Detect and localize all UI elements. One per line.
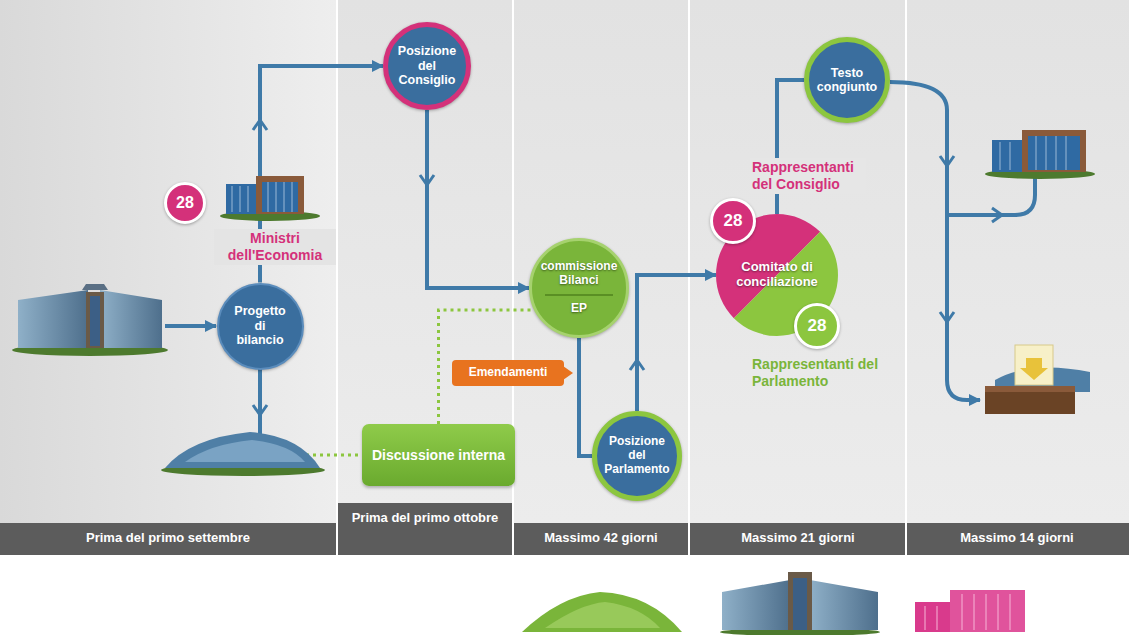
group-label: Rappresentanti del Consiglio [750, 158, 866, 194]
parliament-building [161, 432, 325, 476]
callout-box: Emendamenti [452, 360, 564, 386]
node-text: Progetto di bilancio [230, 304, 291, 347]
flow-connector [637, 275, 716, 411]
node-text: 28 [808, 316, 827, 336]
group-label: Ministri dell'Economia [214, 229, 336, 265]
callout-pointer [563, 366, 573, 380]
process-circle: Testo congiunto [804, 37, 890, 123]
group-label: Rappresentanti del Parlamento [752, 356, 902, 390]
council-building [985, 130, 1095, 179]
column [690, 0, 905, 523]
process-circle: Progetto di bilancio [217, 283, 304, 370]
committee-circle: commissione BilanciEP [529, 238, 629, 338]
callout-pointer [563, 366, 573, 380]
process-circle: Posizione del Consiglio [383, 22, 471, 110]
node-text: commissione Bilanci [541, 260, 618, 288]
time-label: Massimo 42 giorni [517, 530, 685, 546]
time-label: Prima del primo ottobre [342, 510, 508, 526]
flow-line [165, 82, 1035, 446]
flow-connector [427, 110, 529, 288]
ballot-box [985, 345, 1090, 414]
node-text: 28 [724, 211, 743, 231]
count-circle: 28 [164, 182, 206, 224]
commission-building [12, 284, 168, 356]
time-bar [0, 523, 1129, 555]
time-bar [338, 503, 512, 555]
column [907, 0, 1129, 523]
column [0, 0, 336, 523]
node-text: EP [545, 294, 613, 316]
column [514, 0, 688, 523]
node-text: Comitato di conciliazione [732, 260, 822, 290]
time-label: Massimo 14 giorni [910, 530, 1124, 546]
count-circle: 28 [794, 303, 840, 349]
flow-connector [579, 338, 592, 456]
column-separator [337, 0, 906, 555]
node-text: Posizione del Consiglio [396, 44, 458, 87]
council-icon [915, 590, 1025, 632]
parliament-icon [522, 592, 682, 632]
time-label: Massimo 21 giorni [693, 530, 903, 546]
process-circle: Posizione del Parlamento [592, 411, 682, 501]
node-text: Posizione del Parlamento [604, 435, 669, 476]
commission-icon [720, 572, 880, 635]
process-box: Discussione interna [362, 424, 515, 486]
node-text: Testo congiunto [815, 66, 879, 95]
node-text: Discussione interna [372, 447, 505, 463]
node-text: Emendamenti [469, 366, 548, 380]
node-text: 28 [176, 194, 194, 212]
count-circle: 28 [710, 198, 756, 244]
flow-connector [777, 80, 804, 214]
council-building [220, 176, 320, 221]
time-label: Prima del primo settembre [4, 530, 332, 546]
